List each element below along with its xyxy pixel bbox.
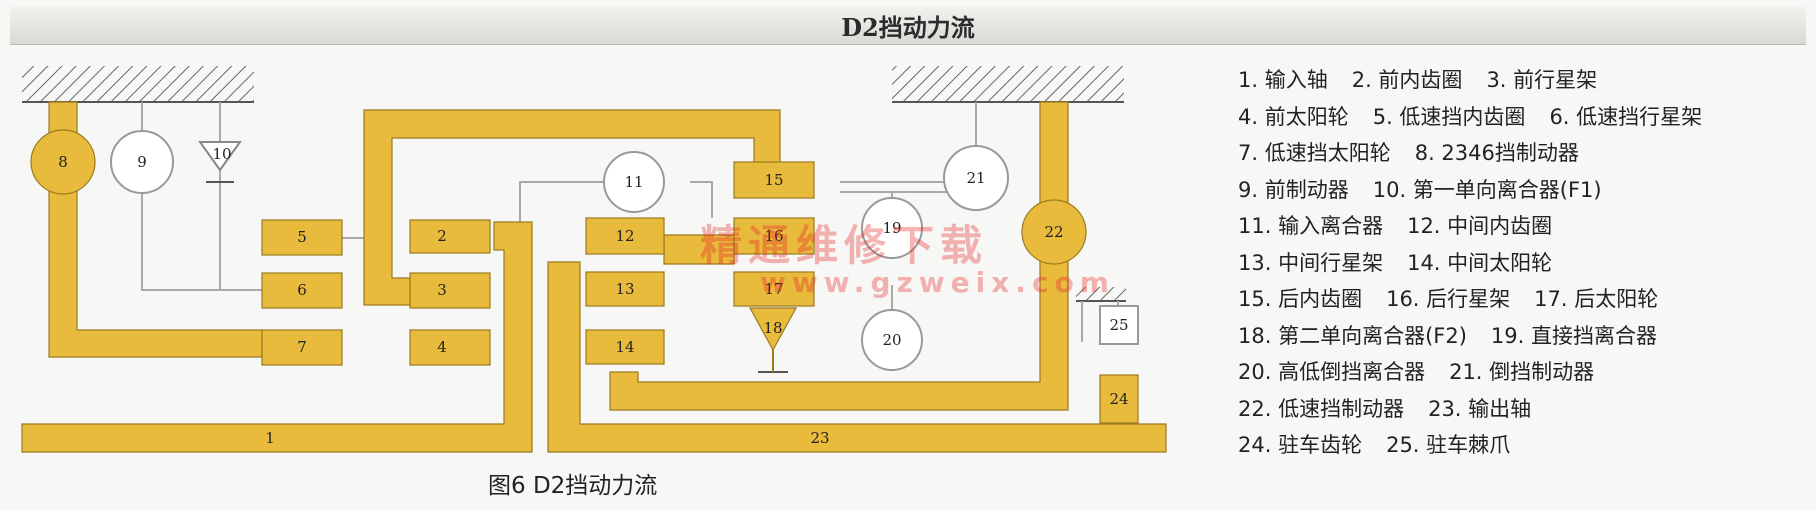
label-13: 13 — [615, 280, 634, 298]
legend-item: 25. 驻车棘爪 — [1386, 433, 1511, 457]
component-20 — [861, 309, 923, 371]
component-4 — [409, 329, 491, 366]
legend-row: 1. 输入轴 2. 前内齿圈 3. 前行星架 — [1238, 62, 1808, 99]
label-23: 23 — [810, 429, 829, 447]
label-9: 9 — [137, 153, 147, 171]
label-25: 25 — [1109, 316, 1128, 334]
legend-item: 13. 中间行星架 — [1238, 250, 1384, 275]
legend-row: 24. 驻车齿轮 25. 驻车棘爪 — [1238, 427, 1808, 464]
legend-item: 1. 输入轴 — [1238, 68, 1328, 92]
label-4: 4 — [437, 338, 447, 356]
component-13 — [585, 271, 665, 307]
label-12: 12 — [615, 227, 634, 245]
label-5: 5 — [297, 228, 307, 246]
component-22 — [1021, 199, 1087, 265]
component-2 — [409, 219, 491, 254]
legend-item: 6. 低速挡行星架 — [1549, 104, 1703, 129]
legend-item: 17. 后太阳轮 — [1534, 287, 1659, 311]
figure-title: D2挡动力流 — [10, 6, 1806, 45]
component-7 — [261, 329, 343, 366]
component-19 — [861, 197, 923, 259]
component-17 — [733, 271, 815, 307]
legend-item: 20. 高低倒挡离合器 — [1238, 360, 1426, 384]
component-12 — [585, 217, 665, 255]
component-8 — [30, 129, 96, 195]
legend-row: 18. 第二单向离合器(F2) 19. 直接挡离合器 — [1238, 318, 1808, 355]
legend-item: 22. 低速挡制动器 — [1238, 396, 1405, 421]
legend-row: 15. 后内齿圈 16. 后行星架 17. 后太阳轮 — [1238, 281, 1808, 318]
component-24 — [1099, 374, 1139, 424]
label-11: 11 — [624, 173, 643, 191]
component-14 — [585, 329, 665, 365]
housing-left — [22, 66, 254, 102]
label-15: 15 — [764, 171, 783, 189]
legend-row: 11. 输入离合器 12. 中间内齿圈 — [1238, 208, 1808, 245]
component-11 — [603, 151, 665, 213]
legend-item: 12. 中间内齿圈 — [1407, 214, 1553, 238]
legend-item: 2. 前内齿圈 — [1351, 68, 1463, 92]
legend-item: 7. 低速挡太阳轮 — [1238, 141, 1391, 165]
legend-row: 20. 高低倒挡离合器 21. 倒挡制动器 — [1238, 354, 1808, 391]
component-16 — [733, 217, 815, 255]
legend-item: 3. 前行星架 — [1486, 68, 1598, 92]
legend-item: 9. 前制动器 — [1238, 177, 1349, 202]
component-9 — [110, 130, 174, 194]
legend-row: 9. 前制动器 10. 第一单向离合器(F1) — [1238, 172, 1808, 209]
label-10: 10 — [212, 145, 231, 163]
label-20: 20 — [882, 331, 901, 349]
housing-right — [892, 66, 1124, 102]
legend-item: 11. 输入离合器 — [1238, 214, 1384, 238]
component-6 — [261, 272, 343, 309]
legend-item: 8. 2346挡制动器 — [1414, 141, 1579, 165]
legend-item: 24. 驻车齿轮 — [1238, 433, 1363, 457]
legend-item: 18. 第二单向离合器(F2) — [1238, 323, 1467, 348]
label-19: 19 — [882, 219, 901, 237]
figure-caption: 图6 D2挡动力流 — [488, 473, 658, 499]
watermark-text: 精通维修下载 — [700, 221, 989, 270]
label-18: 18 — [763, 319, 782, 337]
label-21: 21 — [966, 169, 985, 187]
legend-item: 15. 后内齿圈 — [1238, 287, 1363, 311]
label-3: 3 — [437, 281, 447, 299]
legend-item: 23. 输出轴 — [1428, 396, 1532, 421]
label-7: 7 — [297, 338, 307, 356]
label-16: 16 — [764, 227, 783, 245]
legend-item: 21. 倒挡制动器 — [1449, 360, 1595, 384]
component-legend: 1. 输入轴 2. 前内齿圈 3. 前行星架 4. 前太阳轮 5. 低速挡内齿圈 6. … — [1238, 62, 1808, 464]
housing-park — [1076, 287, 1126, 301]
legend-row: 22. 低速挡制动器 23. 输出轴 — [1238, 391, 1808, 428]
watermark-url: www.gzweix.com — [760, 266, 1115, 299]
legend-row: 13. 中间行星架 14. 中间太阳轮 — [1238, 245, 1808, 282]
label-22: 22 — [1044, 223, 1063, 241]
label-17: 17 — [764, 280, 783, 298]
legend-item: 19. 直接挡离合器 — [1490, 323, 1657, 348]
legend-row: 7. 低速挡太阳轮 8. 2346挡制动器 — [1238, 135, 1808, 172]
component-21 — [943, 145, 1009, 211]
legend-item: 5. 低速挡内齿圈 — [1372, 104, 1526, 129]
label-1: 1 — [265, 429, 275, 447]
component-18 — [748, 307, 798, 373]
legend-row: 4. 前太阳轮 5. 低速挡内齿圈 6. 低速挡行星架 — [1238, 99, 1808, 136]
legend-item: 10. 第一单向离合器(F1) — [1372, 177, 1602, 202]
label-14: 14 — [615, 338, 634, 356]
label-8: 8 — [58, 153, 68, 171]
legend-item: 16. 后行星架 — [1386, 287, 1511, 311]
label-24: 24 — [1109, 390, 1128, 408]
label-2: 2 — [437, 227, 447, 245]
component-3 — [409, 272, 491, 309]
component-15 — [733, 161, 815, 199]
legend-item: 4. 前太阳轮 — [1238, 104, 1349, 129]
label-6: 6 — [297, 281, 307, 299]
legend-item: 14. 中间太阳轮 — [1407, 250, 1553, 275]
power-flow-diagram: 1 2 3 4 5 6 7 8 9 10 11 12 13 14 15 16 1… — [21, 66, 1167, 453]
component-10 — [198, 141, 242, 183]
component-5 — [261, 219, 343, 256]
component-25 — [1099, 305, 1139, 345]
